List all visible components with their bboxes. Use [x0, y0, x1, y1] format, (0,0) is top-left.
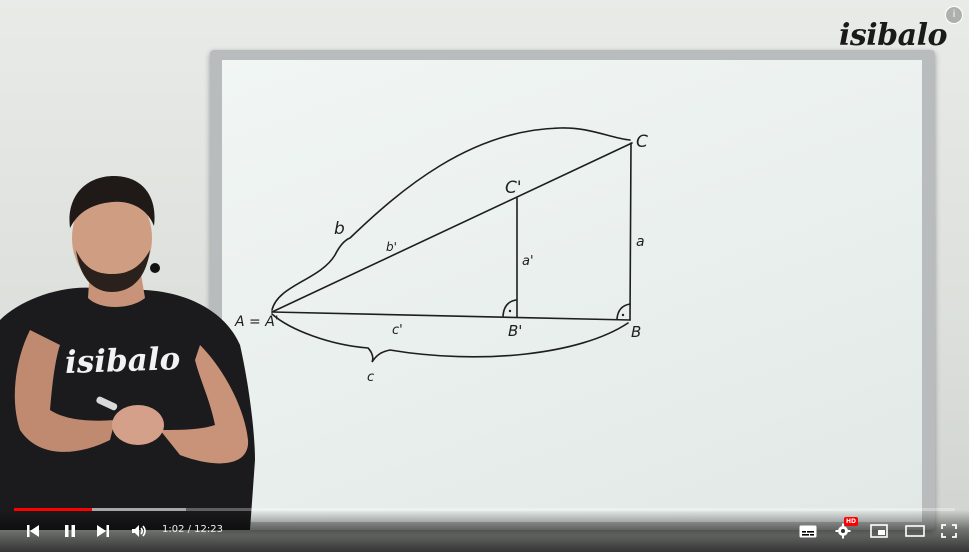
- previous-button[interactable]: [20, 520, 46, 542]
- shirt-logo-text: isibalo: [64, 341, 181, 381]
- label-B-prime: B': [508, 322, 522, 340]
- previous-icon: [27, 525, 39, 537]
- brand-watermark[interactable]: isibalo: [838, 18, 948, 53]
- fullscreen-icon: [941, 524, 957, 538]
- theater-icon: [905, 525, 925, 537]
- subtitles-button[interactable]: [795, 520, 821, 542]
- right-angle-mark-b-prime: [502, 299, 517, 317]
- label-a: a: [636, 234, 645, 250]
- pause-icon: [65, 525, 75, 537]
- fullscreen-button[interactable]: [936, 520, 962, 542]
- right-angle-mark-b: [616, 303, 631, 320]
- label-a-prime: a': [522, 254, 534, 269]
- label-c-prime: c': [392, 323, 403, 338]
- settings-button[interactable]: HD: [830, 517, 859, 542]
- progress-bar[interactable]: [14, 508, 955, 511]
- progress-played: [14, 508, 93, 511]
- label-B: B: [631, 323, 641, 341]
- brace-c: [271, 313, 629, 363]
- label-A-equals-A-prime: A = A': [234, 314, 279, 330]
- side-a-line: [629, 142, 632, 321]
- label-b: b: [334, 219, 345, 239]
- progress-buffer: [14, 508, 186, 511]
- miniplayer-button[interactable]: [866, 520, 892, 542]
- subtitles-icon: [799, 525, 817, 537]
- time-display: 1:02 / 12:23: [162, 524, 224, 535]
- label-c: c: [367, 370, 374, 385]
- pause-button[interactable]: [57, 520, 83, 542]
- miniplayer-icon: [870, 524, 888, 538]
- volume-icon: [132, 525, 146, 537]
- next-button[interactable]: [90, 520, 116, 542]
- label-b-prime: b': [386, 240, 397, 254]
- brace-b: [271, 127, 631, 311]
- hypotenuse-line: [271, 142, 633, 313]
- settings-icon: [835, 523, 851, 539]
- whiteboard: [222, 60, 922, 522]
- next-icon: [97, 525, 109, 537]
- label-C: C: [636, 132, 648, 152]
- hd-badge: HD: [844, 517, 859, 526]
- base-line: [271, 311, 631, 321]
- player-controls: 1:02 / 12:23 HD: [0, 508, 969, 552]
- theater-mode-button[interactable]: [902, 520, 928, 542]
- label-C-prime: C': [505, 178, 522, 198]
- volume-button[interactable]: [126, 520, 152, 542]
- info-icon[interactable]: i: [945, 6, 963, 24]
